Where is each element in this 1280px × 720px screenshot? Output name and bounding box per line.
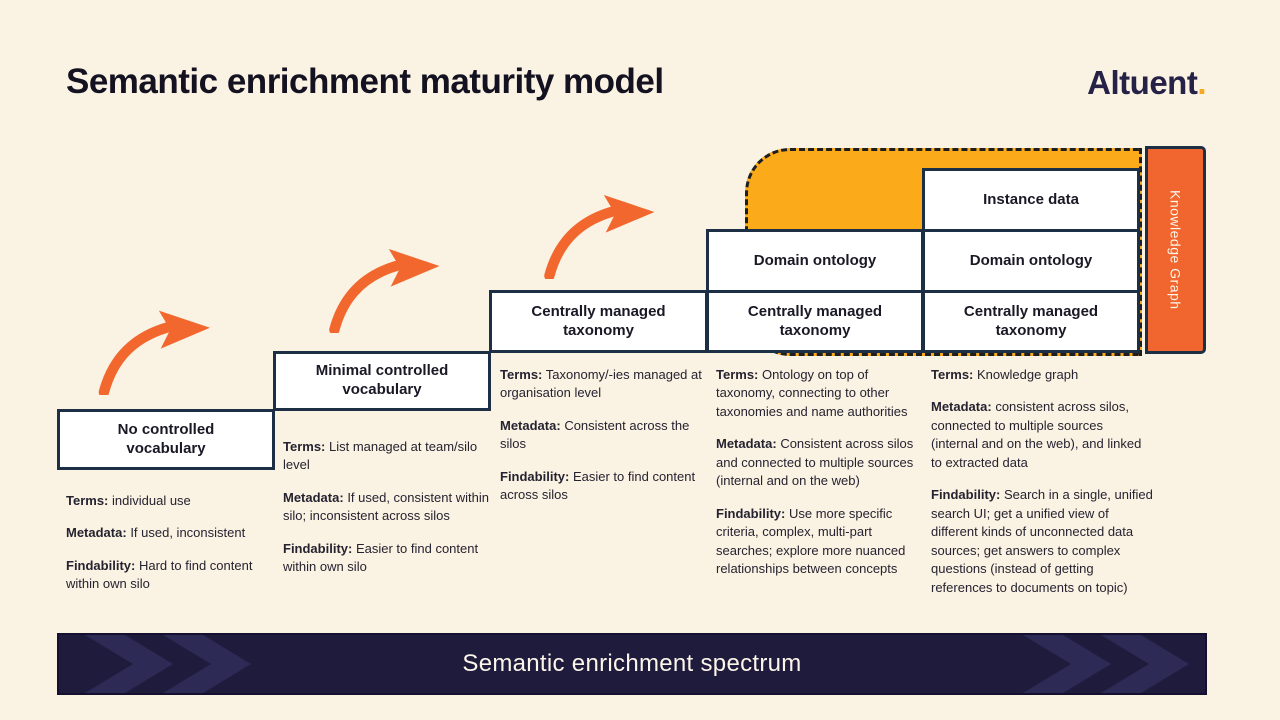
curved-arrow-icon (98, 310, 210, 395)
level3-details: Terms: Taxonomy/-ies managed at organisa… (500, 366, 705, 519)
logo-dot: . (1197, 64, 1206, 101)
curved-arrow-icon (544, 195, 655, 279)
level5-box-instance-data: Instance data (922, 168, 1140, 232)
level5-box-domain-ontology: Domain ontology (922, 229, 1140, 293)
level5-details: Terms: Knowledge graph Metadata: consist… (931, 366, 1153, 611)
level4-box-domain-ontology: Domain ontology (706, 229, 924, 293)
findability-line: Findability: Hard to find content within… (66, 557, 253, 592)
metadata-line: Metadata: If used, consistent within sil… (283, 489, 489, 524)
altuent-logo: Altuent. (1087, 64, 1206, 102)
page-title: Semantic enrichment maturity model (66, 62, 664, 101)
level3-box-centrally-managed-taxonomy: Centrally managed taxonomy (489, 290, 708, 353)
findability-line: Findability: Easier to find content with… (283, 540, 479, 575)
level2-box-minimal-controlled-vocabulary: Minimal controlled vocabulary (273, 351, 491, 411)
logo-wordmark: Altuent (1087, 64, 1198, 101)
terms-line: Terms: Taxonomy/-ies managed at organisa… (500, 367, 702, 401)
level1-box-no-controlled-vocabulary: No controlled vocabulary (57, 409, 275, 470)
terms-line: Terms: List managed at team/silo level (283, 439, 478, 473)
level2-details: Terms: List managed at team/silo level M… (283, 438, 493, 591)
metadata-line: Metadata: If used, inconsistent (66, 525, 246, 541)
knowledge-graph-tab-label: Knowledge Graph (1167, 190, 1184, 310)
metadata-line: Metadata: Consistent across the silos (500, 417, 690, 452)
double-chevron-right-icon (1023, 635, 1189, 693)
terms-line: Terms: Ontology on top of taxonomy, conn… (716, 367, 908, 419)
level4-box-centrally-managed-taxonomy: Centrally managed taxonomy (706, 290, 924, 353)
spectrum-banner-label: Semantic enrichment spectrum (462, 650, 802, 677)
double-chevron-right-icon (85, 635, 251, 693)
level1-details: Terms: individual use Metadata: If used,… (66, 492, 271, 608)
findability-line: Findability: Use more specific criteria,… (716, 505, 906, 577)
terms-line: Terms: individual use (66, 493, 191, 508)
findability-line: Findability: Search in a single, unified… (931, 487, 1153, 595)
metadata-line: Metadata: consistent across silos, conne… (931, 399, 1142, 470)
findability-line: Findability: Easier to find content acro… (500, 468, 696, 503)
spectrum-banner: Semantic enrichment spectrum (57, 633, 1207, 695)
curved-arrow-icon (329, 249, 440, 333)
metadata-line: Metadata: Consistent across silos and co… (716, 436, 914, 489)
level5-box-centrally-managed-taxonomy: Centrally managed taxonomy (922, 290, 1140, 353)
knowledge-graph-tab: Knowledge Graph (1145, 146, 1206, 354)
level4-details: Terms: Ontology on top of taxonomy, conn… (716, 366, 918, 593)
terms-line: Terms: Knowledge graph (931, 367, 1079, 382)
